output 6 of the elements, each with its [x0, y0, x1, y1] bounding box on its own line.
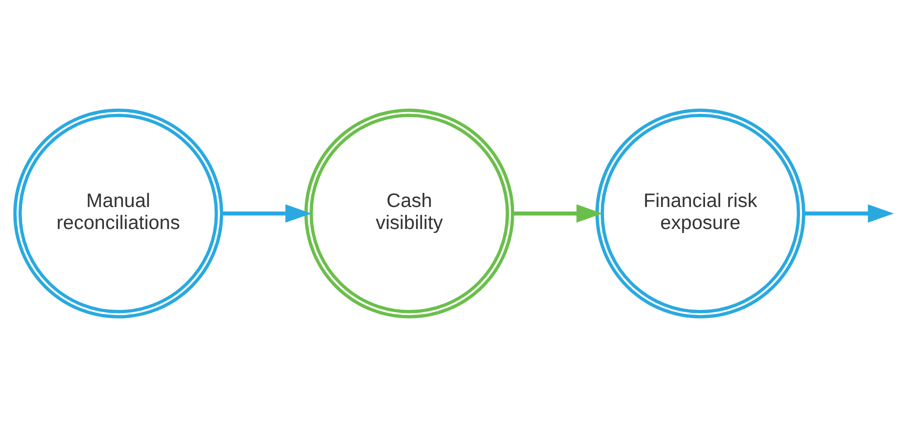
- node-circle: Manual reconciliations: [13, 108, 224, 318]
- arrow: [222, 204, 312, 223]
- node-circle: Cash visibility: [304, 108, 514, 318]
- arrow: [512, 204, 603, 223]
- node-circle: Financial risk exposure: [595, 108, 806, 318]
- arrow: [804, 204, 894, 223]
